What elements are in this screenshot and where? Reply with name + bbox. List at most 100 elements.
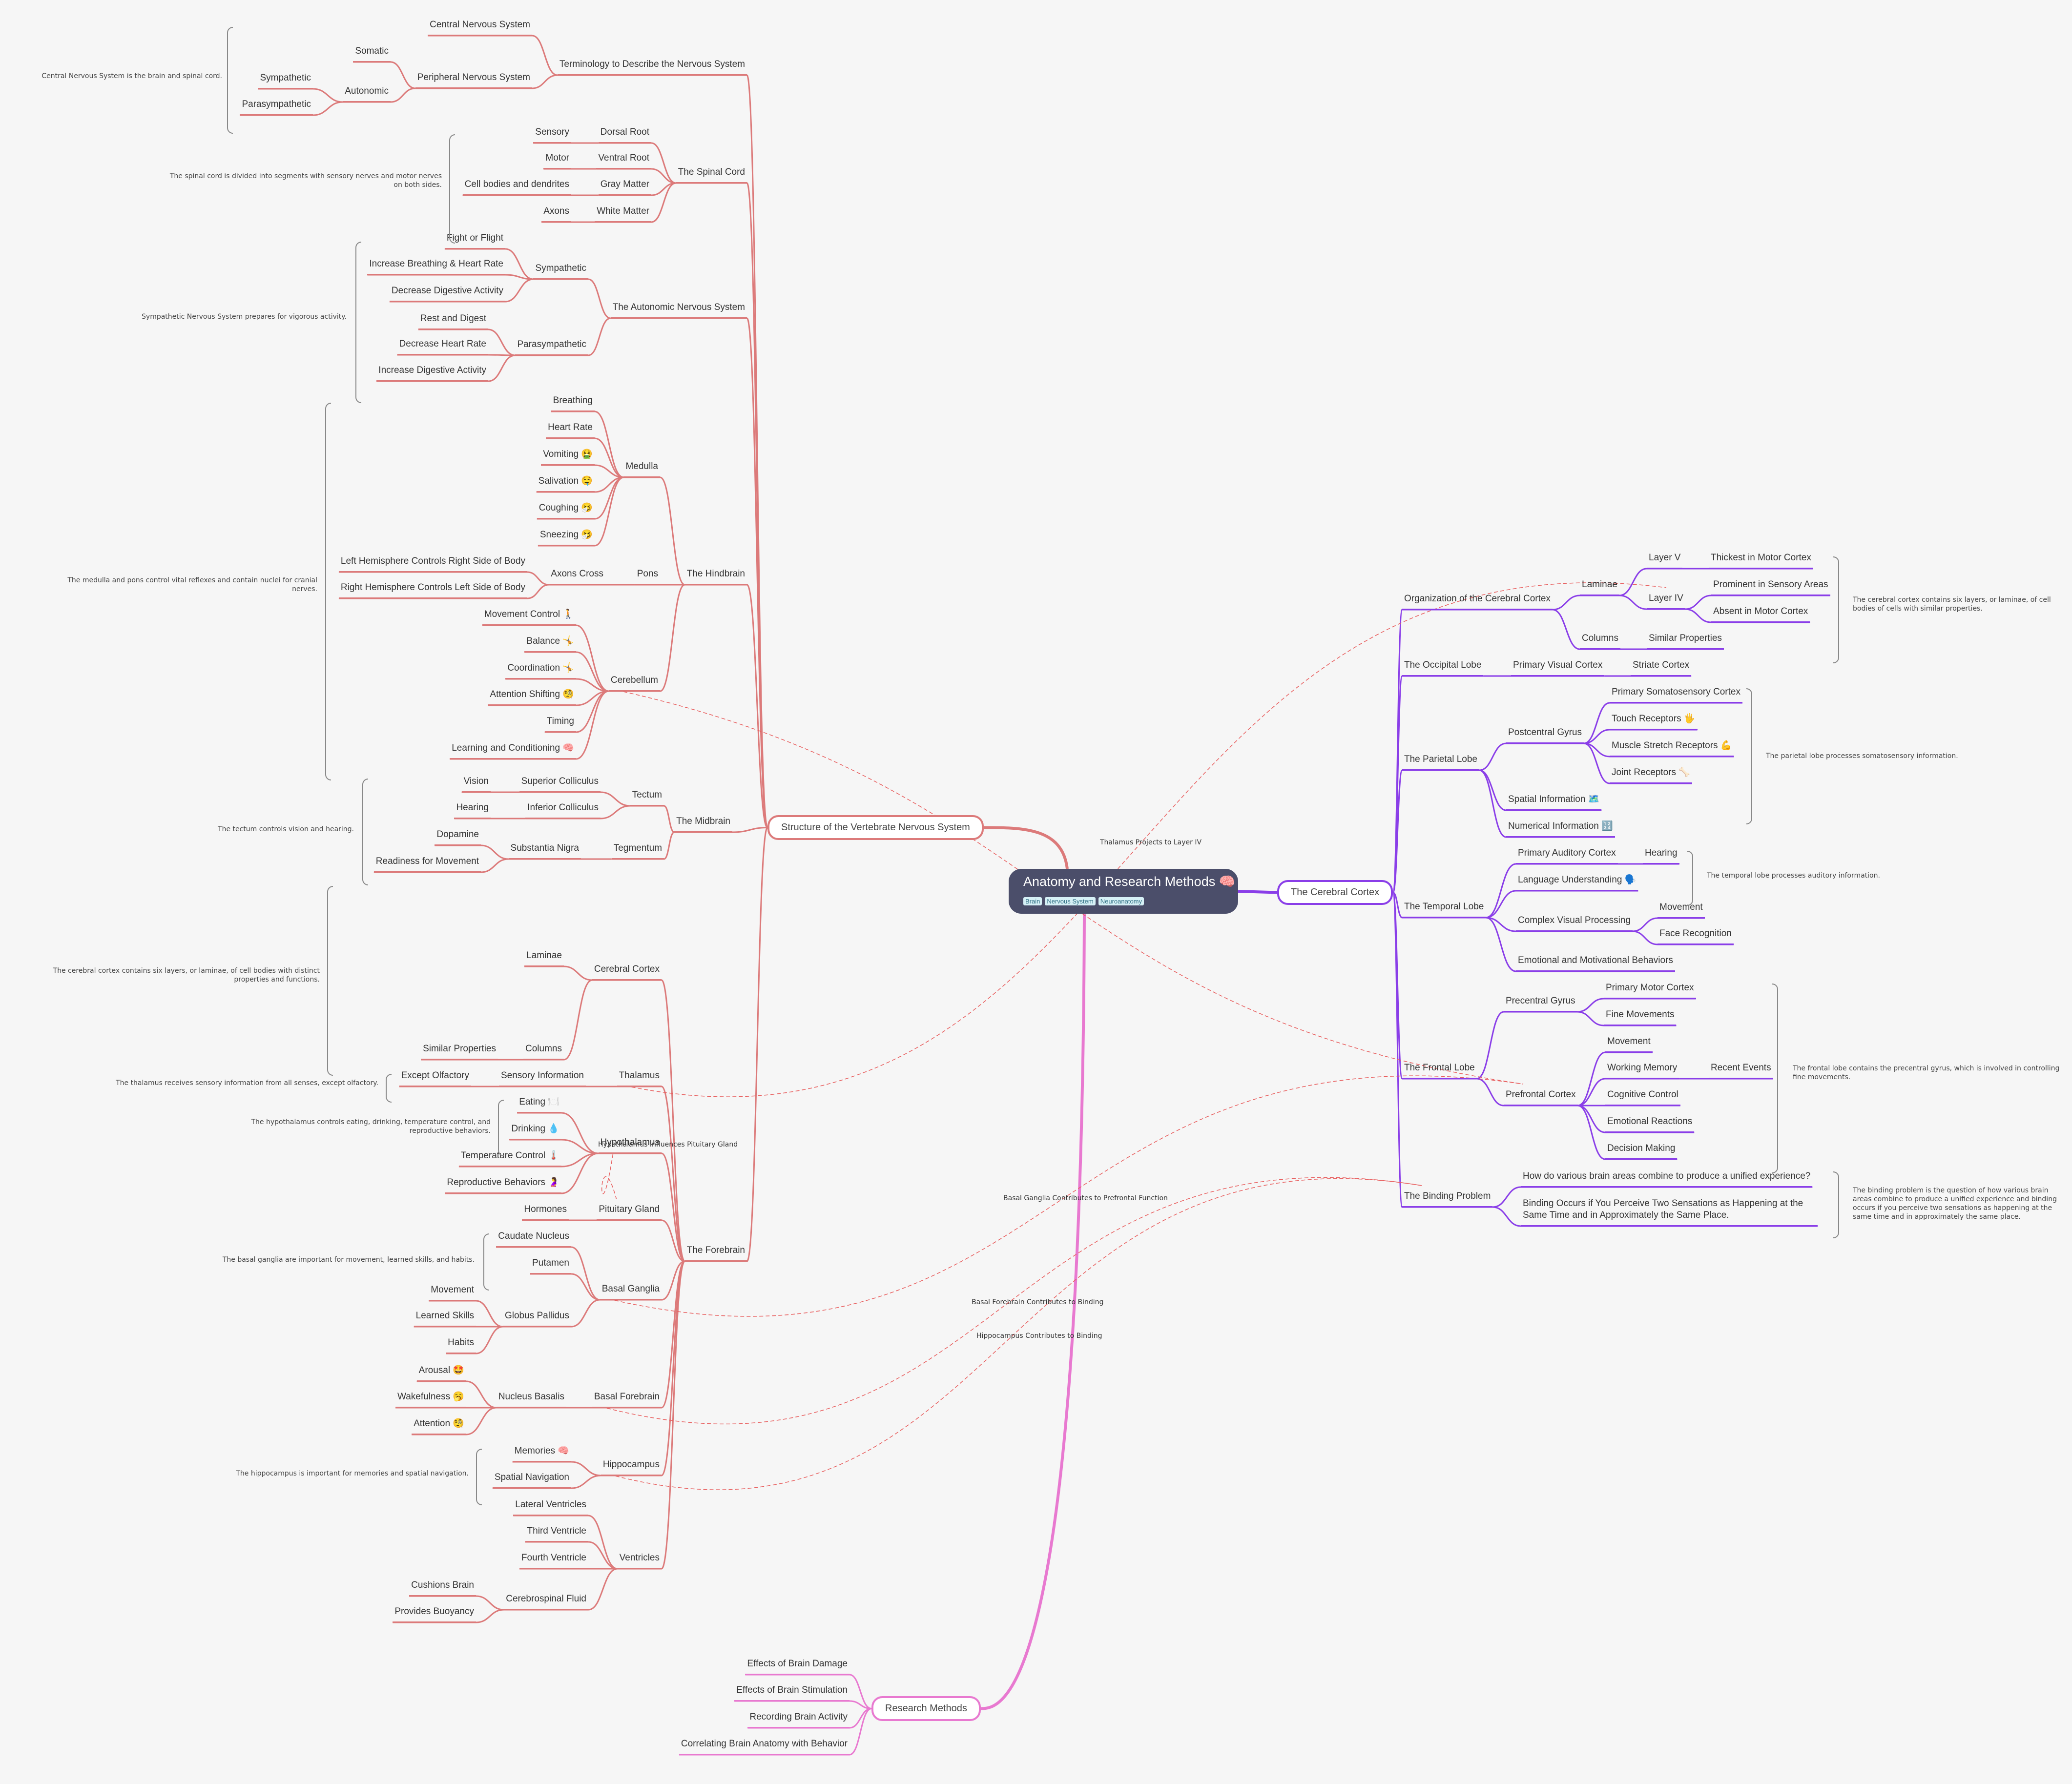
tag-neuroanatomy[interactable]: Neuroanatomy	[1098, 897, 1144, 905]
striate-node[interactable]: Striate Cortex	[1631, 659, 1692, 677]
reproductive-node[interactable]: Reproductive Behaviors 🤰	[445, 1177, 561, 1194]
binding-question-node[interactable]: How do various brain areas combine to pr…	[1521, 1170, 1813, 1188]
parietal-node[interactable]: The Parietal Lobe	[1402, 754, 1479, 771]
language-node[interactable]: Language Understanding 🗣️	[1516, 874, 1638, 891]
terminology-node[interactable]: Terminology to Describe the Nervous Syst…	[557, 59, 747, 76]
gray-matter-node[interactable]: Gray Matter	[598, 179, 651, 196]
learned-skills-node[interactable]: Learned Skills	[414, 1310, 476, 1327]
inferior-colliculus-node[interactable]: Inferior Colliculus	[525, 802, 601, 819]
temperature-node[interactable]: Temperature Control 🌡️	[458, 1150, 561, 1167]
branch-structure[interactable]: Structure of the Vertebrate Nervous Syst…	[767, 815, 984, 840]
primary-somatosensory-node[interactable]: Primary Somatosensory Cortex	[1610, 686, 1742, 703]
spatial-navigation-node[interactable]: Spatial Navigation	[492, 1472, 571, 1489]
layer-iv-node[interactable]: Layer IV	[1647, 593, 1685, 610]
readiness-node[interactable]: Readiness for Movement	[373, 856, 481, 873]
pituitary-node[interactable]: Pituitary Gland	[597, 1204, 662, 1221]
primary-visual-node[interactable]: Primary Visual Cortex	[1511, 659, 1605, 677]
attention-node[interactable]: Attention 🧐	[412, 1418, 466, 1435]
drinking-node[interactable]: Drinking 💧	[509, 1123, 561, 1140]
branch-cerebral-cortex[interactable]: The Cerebral Cortex	[1277, 880, 1393, 905]
tectum-node[interactable]: Tectum	[630, 789, 664, 806]
prominent-sensory-node[interactable]: Prominent in Sensory Areas	[1711, 579, 1830, 596]
dorsal-root-node[interactable]: Dorsal Root	[598, 126, 651, 144]
recent-events-node[interactable]: Recent Events	[1709, 1062, 1773, 1079]
ventricles-node[interactable]: Ventricles	[617, 1552, 662, 1569]
pons-node[interactable]: Pons	[635, 568, 660, 585]
fb-columns-node[interactable]: Columns	[523, 1043, 564, 1060]
nucleus-basalis-node[interactable]: Nucleus Basalis	[496, 1391, 566, 1408]
frontal-node[interactable]: The Frontal Lobe	[1402, 1062, 1477, 1079]
prefrontal-node[interactable]: Prefrontal Cortex	[1504, 1089, 1578, 1106]
cognitive-control-node[interactable]: Cognitive Control	[1605, 1089, 1680, 1106]
autonomic-ns-node[interactable]: The Autonomic Nervous System	[610, 302, 747, 319]
face-recognition-node[interactable]: Face Recognition	[1658, 928, 1734, 945]
tegmentum-node[interactable]: Tegmentum	[611, 842, 664, 860]
fourth-ventricle-node[interactable]: Fourth Ventricle	[519, 1552, 588, 1569]
medulla-node[interactable]: Medulla	[623, 461, 660, 478]
touch-receptors-node[interactable]: Touch Receptors 🖐️	[1610, 713, 1698, 730]
white-matter-node[interactable]: White Matter	[595, 205, 651, 223]
salivation-node[interactable]: Salivation 🤤	[536, 475, 595, 492]
putamen-node[interactable]: Putamen	[530, 1257, 571, 1274]
increase-digestive-node[interactable]: Increase Digestive Activity	[376, 365, 488, 382]
layer-v-node[interactable]: Layer V	[1647, 552, 1683, 569]
cc-columns-node[interactable]: Columns	[1580, 633, 1620, 650]
occipital-node[interactable]: The Occipital Lobe	[1402, 659, 1484, 677]
eating-node[interactable]: Eating 🍽️	[517, 1096, 561, 1113]
branch-research-methods[interactable]: Research Methods	[871, 1696, 981, 1721]
sensory-node[interactable]: Sensory	[533, 126, 571, 144]
memories-node[interactable]: Memories 🧠	[512, 1445, 571, 1462]
recording-activity-node[interactable]: Recording Brain Activity	[747, 1711, 850, 1728]
coordination-node[interactable]: Coordination 🤸	[505, 662, 576, 679]
temporal-node[interactable]: The Temporal Lobe	[1402, 901, 1486, 918]
absent-motor-node[interactable]: Absent in Motor Cortex	[1711, 606, 1810, 623]
vision-node[interactable]: Vision	[461, 776, 491, 793]
hypothalamus-node[interactable]: Hypothalamus	[598, 1137, 662, 1154]
decrease-digestive-node[interactable]: Decrease Digestive Activity	[389, 285, 505, 302]
cc-laminae-node[interactable]: Laminae	[1580, 579, 1619, 596]
correlating-anatomy-node[interactable]: Correlating Brain Anatomy with Behavior	[679, 1738, 850, 1755]
except-olfactory-node[interactable]: Except Olfactory	[399, 1070, 471, 1087]
ventral-root-node[interactable]: Ventral Root	[596, 152, 651, 169]
arousal-node[interactable]: Arousal 🤩	[416, 1365, 466, 1382]
left-hemisphere-node[interactable]: Left Hemisphere Controls Right Side of B…	[338, 555, 527, 573]
cc-similar-properties-node[interactable]: Similar Properties	[1647, 633, 1724, 650]
heart-rate-node[interactable]: Heart Rate	[546, 422, 595, 439]
spinal-cord-node[interactable]: The Spinal Cord	[676, 166, 747, 184]
thickest-motor-node[interactable]: Thickest in Motor Cortex	[1709, 552, 1813, 569]
timing-node[interactable]: Timing	[544, 716, 576, 733]
fight-or-flight-node[interactable]: Fight or Flight	[444, 232, 505, 249]
caudate-node[interactable]: Caudate Nucleus	[496, 1230, 571, 1248]
organization-node[interactable]: Organization of the Cerebral Cortex	[1402, 593, 1553, 610]
habits-node[interactable]: Habits	[446, 1337, 476, 1354]
binding-occurs-node[interactable]: Binding Occurs if You Perceive Two Sensa…	[1521, 1198, 1818, 1227]
hindbrain-node[interactable]: The Hindbrain	[684, 568, 747, 585]
binding-problem-node[interactable]: The Binding Problem	[1402, 1190, 1493, 1208]
pns-node[interactable]: Peripheral Nervous System	[415, 72, 532, 89]
sneezing-node[interactable]: Sneezing 🤧	[538, 529, 595, 546]
hormones-node[interactable]: Hormones	[522, 1204, 569, 1221]
increase-breathing-node[interactable]: Increase Breathing & Heart Rate	[367, 258, 505, 275]
complex-visual-node[interactable]: Complex Visual Processing	[1516, 915, 1633, 932]
brain-stimulation-node[interactable]: Effects of Brain Stimulation	[734, 1684, 850, 1702]
ans-sympathetic-node[interactable]: Sympathetic	[533, 263, 588, 280]
autonomic-node[interactable]: Autonomic	[343, 85, 391, 103]
dopamine-node[interactable]: Dopamine	[435, 829, 481, 846]
coughing-node[interactable]: Coughing 🤧	[537, 502, 595, 519]
spatial-info-node[interactable]: Spatial Information 🗺️	[1506, 794, 1602, 811]
lateral-ventricles-node[interactable]: Lateral Ventricles	[513, 1499, 588, 1516]
emotional-motivational-node[interactable]: Emotional and Motivational Behaviors	[1516, 955, 1675, 972]
wakefulness-node[interactable]: Wakefulness 🥱	[395, 1391, 466, 1408]
brain-damage-node[interactable]: Effects of Brain Damage	[745, 1658, 850, 1675]
muscle-stretch-node[interactable]: Muscle Stretch Receptors 💪	[1610, 740, 1734, 757]
numerical-info-node[interactable]: Numerical Information 🔢	[1506, 820, 1615, 838]
visual-movement-node[interactable]: Movement	[1658, 902, 1705, 919]
gp-movement-node[interactable]: Movement	[429, 1284, 476, 1301]
tag-brain[interactable]: Brain	[1023, 897, 1042, 905]
temporal-hearing-node[interactable]: Hearing	[1643, 847, 1679, 864]
cell-bodies-node[interactable]: Cell bodies and dendrites	[462, 179, 571, 196]
axons-cross-node[interactable]: Axons Cross	[549, 568, 605, 585]
buoyancy-node[interactable]: Provides Buoyancy	[393, 1606, 476, 1623]
motor-node[interactable]: Motor	[543, 152, 571, 169]
cerebellum-node[interactable]: Cerebellum	[608, 675, 660, 692]
